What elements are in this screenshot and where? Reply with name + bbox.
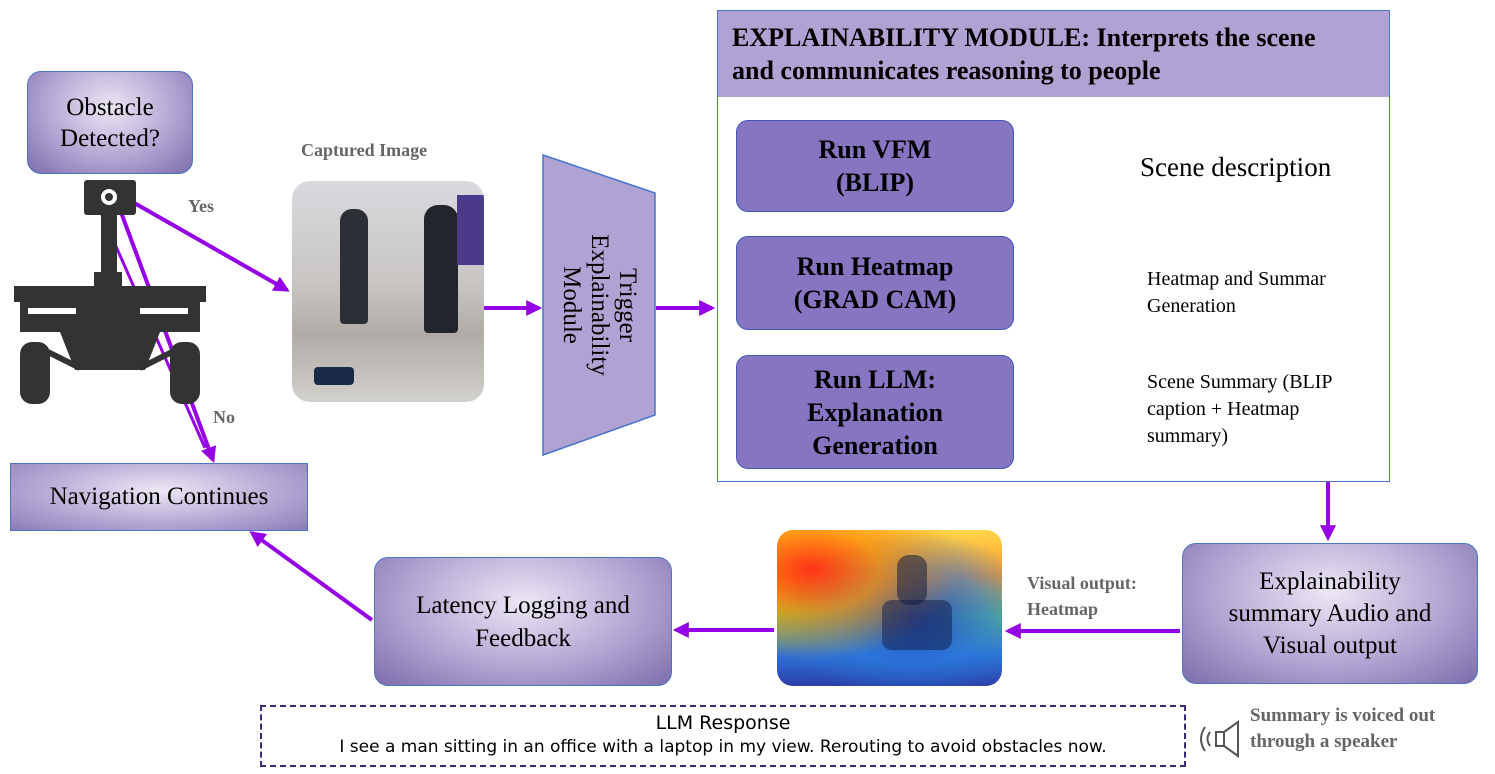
arrow-yes	[107, 186, 290, 292]
explainability-output-node: Explainability summary Audio and Visual …	[1182, 543, 1478, 684]
latency-logging-label: Latency Logging and Feedback	[416, 591, 630, 652]
yes-label: Yes	[188, 196, 214, 216]
captured-image-label: Captured Image	[301, 140, 428, 160]
person-2	[424, 205, 458, 333]
output-heatmap-summary: Heatmap and Summar Generation	[1147, 268, 1326, 317]
heatmap-person	[897, 555, 927, 605]
latency-logging-node: Latency Logging and Feedback	[374, 557, 672, 686]
navigation-continues-label: Navigation Continues	[49, 483, 269, 510]
step-run-heatmap-label: Run Heatmap (GRAD CAM)	[793, 252, 957, 314]
arrow-latency-navigation	[249, 531, 374, 622]
module-title: EXPLAINABILITY MODULE: Interprets the sc…	[732, 23, 1316, 85]
person-1	[340, 209, 368, 324]
step-run-llm-label: Run LLM: Explanation Generation	[807, 364, 943, 460]
llm-response-box: LLM Response I see a man sitting in an o…	[260, 705, 1186, 767]
captured-image	[292, 181, 484, 402]
poster	[457, 195, 484, 265]
step-run-llm: Run LLM: Explanation Generation	[736, 355, 1014, 469]
speaker-note: Summary is voiced out through a speaker	[1250, 705, 1436, 752]
heatmap-image	[777, 530, 1002, 686]
step-run-vfm: Run VFM (BLIP)	[736, 120, 1014, 212]
no-label: No	[213, 407, 235, 427]
obstacle-detected-label: Obstacle Detected?	[60, 93, 160, 152]
trigger-module-label: Trigger Explainability Module	[558, 234, 641, 376]
llm-response-title: LLM Response	[655, 712, 791, 734]
obstacle-detected-node: Obstacle Detected?	[27, 71, 193, 174]
heatmap-wheelchair	[882, 600, 952, 650]
trigger-trapezoid	[542, 153, 656, 457]
toy-car	[314, 367, 354, 385]
module-title-bar: EXPLAINABILITY MODULE: Interprets the sc…	[718, 11, 1389, 97]
speaker-icon	[1200, 720, 1239, 758]
output-scene-description: Scene description	[1140, 152, 1332, 182]
navigation-continues-node: Navigation Continues	[10, 463, 308, 531]
output-scene-summary: Scene Summary (BLIP caption + Heatmap su…	[1147, 371, 1332, 447]
robot-icon	[14, 180, 206, 404]
step-run-vfm-label: Run VFM (BLIP)	[818, 135, 932, 197]
llm-response-text: I see a man sitting in an office with a …	[339, 737, 1107, 757]
visual-output-label: Visual output: Heatmap	[1027, 573, 1137, 619]
step-run-heatmap: Run Heatmap (GRAD CAM)	[736, 236, 1014, 330]
explainability-output-label: Explainability summary Audio and Visual …	[1228, 567, 1432, 659]
